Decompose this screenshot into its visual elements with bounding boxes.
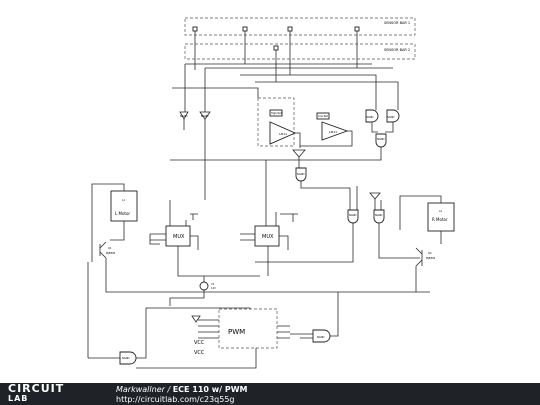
- nand-3-label: NAND: [366, 115, 373, 119]
- sensor-bar-2: SENSOR BAR 2: [184, 43, 416, 60]
- nand-6-label: NAND: [297, 172, 304, 176]
- circuit-schematic: SENSOR BAR 1 SENSOR BAR 2 NAND NAND High…: [87, 17, 455, 369]
- pwm-block: PWM VCC VCC: [145, 307, 290, 356]
- nand-left-bottom-label: NAND: [122, 356, 129, 360]
- right-motor-circuit: L2 R Motor Q2 MJE800: [399, 195, 455, 292]
- credit-line: Markwallner / ECE 110 w/ PWM: [116, 385, 248, 394]
- low-ref-label: Low Ref: [318, 114, 328, 118]
- author-link[interactable]: Markwallner: [116, 385, 165, 394]
- logo-line-1: CIRCUIT: [8, 382, 65, 395]
- q2-part: MJE800: [426, 256, 436, 260]
- nand-bottom-label: NAND: [317, 335, 324, 339]
- l-motor-label: L Motor: [115, 211, 130, 216]
- inverter-group-left: NAND NAND: [179, 111, 211, 200]
- sensor-bar-1-label: SENSOR BAR 1: [384, 21, 410, 25]
- nand-5-label: NAND: [377, 137, 384, 141]
- sensor-bus-wires: [172, 31, 399, 112]
- circuit-title: ECE 110 w/ PWM: [172, 385, 248, 394]
- nand-bottom: NAND NAND: [87, 262, 339, 369]
- comparator-block: High Ref LM11 Low Ref LM11: [257, 97, 353, 168]
- comparator-1-label: LM11: [279, 132, 287, 136]
- q1-part: MJE800: [106, 251, 116, 255]
- logo-line-2: LAB: [8, 394, 29, 403]
- battery-value: 12V: [211, 286, 216, 290]
- sensor-bar-1: SENSOR BAR 1: [184, 17, 416, 36]
- comparator-2-label: LM11: [329, 130, 337, 134]
- battery: V1 12V: [169, 276, 216, 306]
- mux-right: MUX: [240, 160, 298, 276]
- nand-pair-bottom-right: NAND NAND: [255, 186, 420, 263]
- vcc-label-1: VCC: [194, 340, 205, 346]
- battery-label: V1: [211, 282, 215, 286]
- nand-1-label: NAND: [180, 114, 187, 118]
- mux-right-label: MUX: [262, 234, 274, 240]
- pwm-label: PWM: [228, 328, 245, 336]
- nand-2-label: NAND: [201, 114, 208, 118]
- nand-7-label: NAND: [349, 213, 356, 217]
- left-motor-circuit: L1 L Motor Q1 MJE800: [91, 183, 430, 293]
- nand-8-label: NAND: [375, 213, 382, 217]
- mux-left-label: MUX: [173, 234, 185, 240]
- high-ref-label: High Ref: [271, 111, 282, 115]
- nand-pair-top-right: NAND NAND NAND: [170, 109, 400, 161]
- q1-label: Q1: [108, 246, 112, 250]
- nand-middle: NAND: [295, 167, 350, 189]
- r-motor-ref: L2: [439, 209, 442, 213]
- circuit-url[interactable]: http://circuitlab.com/c23q55g: [116, 395, 235, 404]
- credit-separator: /: [164, 385, 173, 394]
- q2-label: Q2: [428, 251, 432, 255]
- circuitlab-logo[interactable]: CIRCUIT LAB: [8, 382, 65, 404]
- sensor-bar-2-label: SENSOR BAR 2: [384, 48, 410, 52]
- r-motor-label: R Motor: [432, 217, 448, 222]
- l-motor-ref: L1: [122, 198, 125, 202]
- nand-4-label: NAND: [387, 115, 394, 119]
- vcc-label-2: VCC: [194, 350, 205, 356]
- mux-left: MUX: [149, 200, 260, 277]
- footer-bar: CIRCUIT LAB Markwallner / ECE 110 w/ PWM…: [0, 383, 540, 405]
